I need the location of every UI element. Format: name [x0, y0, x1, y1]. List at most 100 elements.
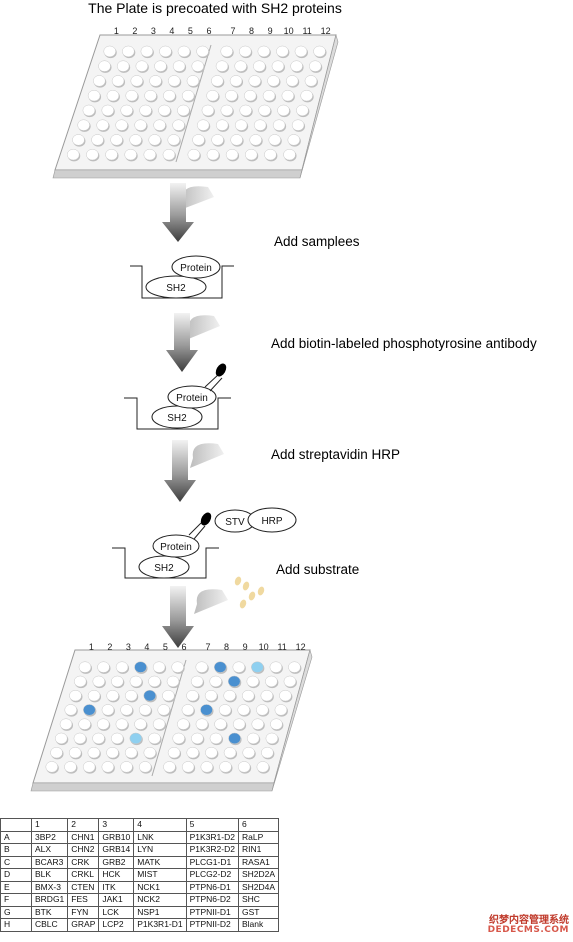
plate-well [265, 675, 278, 688]
table-cell: BMX-3 [30, 880, 69, 894]
plate-well [227, 675, 241, 688]
plate-well [290, 60, 303, 72]
plate-well [50, 746, 63, 759]
plate-well [251, 661, 264, 673]
plate-column-number: 12 [321, 26, 331, 36]
table-cell: PLCG1-D1 [185, 855, 239, 869]
plate-well [201, 104, 215, 117]
plate-column-number: 5 [163, 642, 168, 652]
plate-column-number: 7 [206, 642, 211, 652]
table-cell: BTK [30, 905, 69, 919]
table-cell: HCK [98, 868, 135, 882]
plate-well [129, 675, 143, 688]
plate-well [92, 675, 106, 688]
table-cell: PTPNII-D2 [185, 918, 239, 932]
plate-well [138, 761, 152, 773]
plate-well [91, 134, 104, 146]
table-cell: GRB10 [98, 830, 135, 844]
plate-well [124, 148, 137, 161]
plate-well [152, 718, 166, 730]
plate-well [96, 718, 110, 730]
plate-well [277, 104, 290, 117]
plate-well [167, 75, 181, 87]
plate-column-number: 4 [144, 642, 149, 652]
plate-well [313, 45, 326, 58]
result-plate-wells [45, 661, 302, 774]
plate-well [101, 704, 115, 716]
plate-well [215, 119, 229, 131]
plate-column-number: 9 [243, 642, 248, 652]
plate-well [276, 45, 289, 58]
table-cell: 2 [67, 818, 100, 832]
plate-well [237, 761, 251, 773]
table-cell: PLCG2-D2 [185, 868, 239, 882]
plate-column-number: 4 [169, 26, 174, 36]
table-row-label: H [0, 918, 32, 932]
table-cell: 6 [237, 818, 280, 832]
plate-well [192, 134, 205, 146]
plate-well [220, 104, 234, 117]
plate-column-number: 3 [126, 642, 131, 652]
table-cell: P1K3R2-D2 [185, 843, 239, 857]
plate-well [248, 75, 262, 87]
plate-well [285, 75, 299, 87]
plate-well [159, 45, 172, 58]
protein-label: Protein [160, 542, 192, 553]
plate-well [281, 89, 295, 102]
table-cell: PTPN6-D2 [185, 893, 239, 907]
plate-well [143, 746, 157, 759]
table-row-label: E [0, 880, 32, 894]
plate-well [267, 75, 280, 87]
table-cell: GST [237, 905, 280, 919]
table-cell: P1K3R1-D2 [185, 830, 239, 844]
page-title: The Plate is precoated with SH2 proteins [88, 0, 342, 16]
table-cell: PTPN6-D1 [185, 880, 239, 894]
plate-well [200, 704, 213, 716]
table-cell: NCK1 [133, 880, 187, 894]
plate-column-number: 5 [188, 26, 193, 36]
plate-well [134, 119, 147, 131]
plate-column-number: 2 [107, 642, 112, 652]
plate-well [287, 134, 301, 146]
table-cell: RaLP [237, 830, 280, 844]
plate-well [258, 104, 271, 117]
plate-well [157, 704, 170, 716]
table-cell: GRB2 [98, 855, 135, 869]
watermark-logo: 织梦内容管理系统 DEDECMS.COM [488, 915, 569, 936]
flow-arrow-3 [164, 440, 224, 502]
plate-column-number: 1 [89, 642, 94, 652]
plate-well [256, 761, 270, 773]
plate-well [105, 148, 118, 161]
plate-well [144, 89, 157, 102]
plate-well [82, 761, 96, 773]
biotin-icon [215, 363, 227, 377]
plate-well [162, 148, 176, 161]
plate-well [177, 104, 190, 117]
plate-well [300, 89, 313, 102]
plate-well [153, 119, 166, 131]
plate-well [110, 732, 124, 745]
table-row-label: A [0, 830, 32, 844]
plate-well [232, 661, 246, 673]
plate-well [101, 761, 115, 773]
table-cell: MIST [133, 868, 187, 882]
plate-well [225, 89, 238, 102]
watermark-text: 织梦内容管理系统 [489, 915, 569, 927]
table-cell: Blank [237, 918, 280, 932]
substrate-particles [234, 576, 265, 609]
plate-column-number: 6 [206, 26, 211, 36]
plate-well [234, 60, 247, 72]
plate-well [172, 119, 185, 131]
table-cell: CTEN [67, 880, 100, 894]
plate-well [59, 718, 73, 730]
plate-well [230, 134, 243, 146]
table-cell: 5 [185, 818, 239, 832]
table-cell: 3 [98, 818, 135, 832]
plate-well [172, 60, 186, 72]
